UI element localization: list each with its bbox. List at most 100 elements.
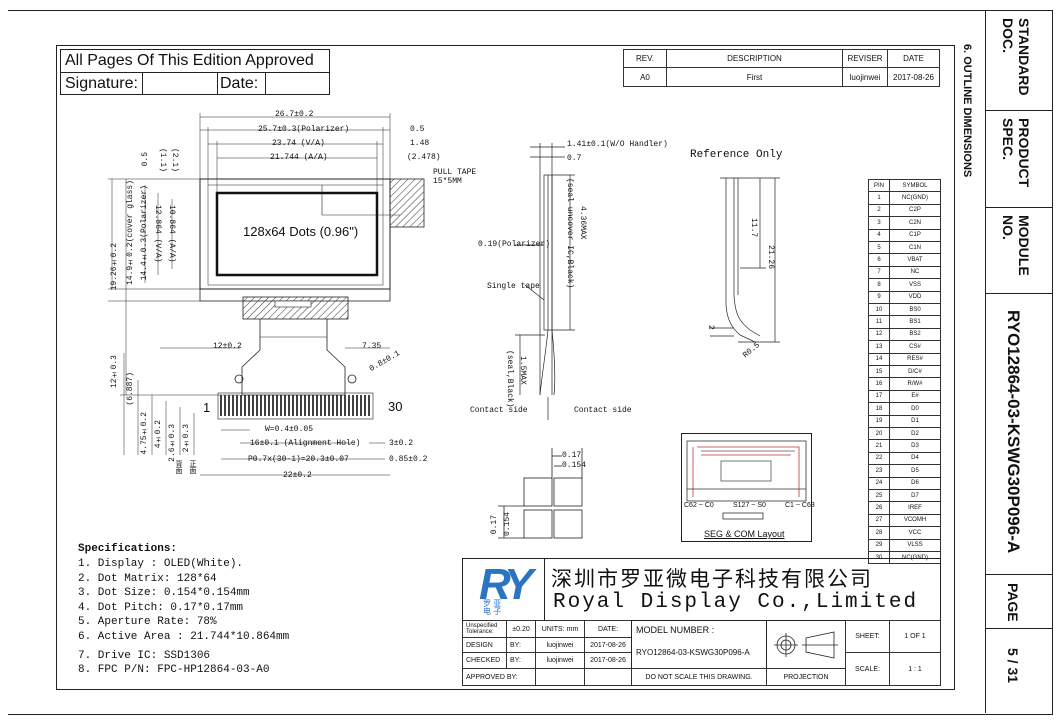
sheet-value: 1 OF 1 <box>889 620 941 653</box>
dim-polarizer-width: 25.7±0.3(Polarizer) <box>258 125 350 134</box>
dim-4-75: 4.75±0.2 <box>140 412 149 455</box>
seal-uncover-label: (seal uncover IC,Black) <box>565 178 574 289</box>
dim-19-26: 19.26±0.2 <box>110 243 119 291</box>
pin-number: 23 <box>868 464 890 478</box>
pin-symbol: D/C# <box>889 365 941 379</box>
contact-side-right: Contact side <box>574 406 632 415</box>
pin-symbol: C1N <box>889 241 941 255</box>
design-date: 2017-08-26 <box>584 637 632 653</box>
page-label: PAGE <box>1005 583 1021 622</box>
seg-com-caption: SEG & COM Layout <box>704 529 785 539</box>
pin-symbol: NC(GND) <box>889 551 941 565</box>
dim-1-1: (1.1) <box>158 148 167 173</box>
pin-symbol: VCOMH <box>889 513 941 528</box>
max-4-36-dim: 4.36MAX <box>578 206 587 240</box>
spec-item: 8. FPC P/N: FPC-HP12864-03-A0 <box>78 664 270 677</box>
pin-symbol: BS1 <box>889 315 941 329</box>
dim-0-7: 0.7 <box>567 154 582 163</box>
spec-item: 5. Aperture Rate: 78% <box>78 616 217 629</box>
dim-21-26: 21.26 <box>766 245 775 270</box>
side-view-drawing <box>515 143 575 420</box>
pin-number: 17 <box>868 389 890 404</box>
projection-label: PROJECTION <box>766 668 846 686</box>
section-title: 6. OUTLINE DIMENSIONS <box>961 44 973 178</box>
pin-number: 28 <box>868 526 890 540</box>
dot-detail-drawing <box>498 448 583 539</box>
pin-number: 18 <box>868 402 890 416</box>
pin-table-header-symbol: SYMBOL <box>889 179 941 193</box>
pin-symbol: VCC <box>889 526 941 540</box>
pin-number: 15 <box>868 365 890 379</box>
signature-label: Signature: <box>65 75 138 92</box>
dot-pitch-dim: 0.17 <box>562 451 582 460</box>
pin-number: 26 <box>868 501 890 515</box>
spec-item: 3. Dot Size: 0.154*0.154mm <box>78 587 250 600</box>
pin-symbol: R/W# <box>889 377 941 391</box>
contact-side-left: Contact side <box>470 406 528 415</box>
dim-va-width: 23.74 (V/A) <box>272 139 325 148</box>
company-name-en: Royal Display Co.,Limited <box>553 591 919 614</box>
scale-label: SCALE: <box>845 652 890 686</box>
dot-pitch-vertical: 0.17 <box>490 515 499 535</box>
pin-number: 7 <box>868 265 890 280</box>
pin-symbol: IREF <box>889 501 941 515</box>
pin-number: 21 <box>868 439 890 453</box>
dim-0-5-left: 0.5 <box>141 152 150 167</box>
model-number-value: RYO12864-03-KSWG30P096-A <box>636 648 750 657</box>
dim-4: 4±0.2 <box>154 420 163 449</box>
seg-com-layout <box>681 433 812 542</box>
spec-item: 4. Dot Pitch: 0.17*0.17mm <box>78 601 244 614</box>
total-fpc-dim: 22±0.2 <box>283 471 312 480</box>
pin-symbol: CS# <box>889 340 941 354</box>
spec-item: 6. Active Area : 21.744*10.864mm <box>78 631 290 643</box>
pin-number: 12 <box>868 327 890 342</box>
display-dots-label: 128x64 Dots (0.96") <box>243 224 359 239</box>
pin-number: 29 <box>868 538 890 552</box>
checked-by-label: BY: <box>506 652 536 669</box>
rev-header: REV. <box>623 49 667 68</box>
pin-number: 25 <box>868 489 890 503</box>
scale-value: 1 : 1 <box>889 652 941 686</box>
dim-aa-height: 10.864 (A/A) <box>167 205 176 263</box>
approved-blank-2 <box>584 668 632 686</box>
pin-number: 22 <box>868 451 890 466</box>
design-label: DESIGN <box>462 637 507 653</box>
dim-3: 3±0.2 <box>389 439 414 448</box>
units-label: UNITS: mm <box>535 620 585 638</box>
description-header: DESCRIPTION <box>666 49 843 68</box>
pitch-dim: P0.7x(30-1)=20.3±0.07 <box>248 455 349 464</box>
pin-symbol: VSS <box>889 278 941 292</box>
pin-number: 8 <box>868 278 890 292</box>
pin-symbol: BS0 <box>889 303 941 317</box>
side-panel <box>985 10 1053 713</box>
layout-label-s127: S127 ~ S0 <box>733 502 766 509</box>
pin-symbol: D4 <box>889 451 941 466</box>
reference-drawing <box>710 177 780 343</box>
pin-number: 4 <box>868 228 890 242</box>
dim-2-1: (2.1) <box>170 148 179 173</box>
checked-person: luojinwei <box>535 652 585 669</box>
spec-item: 1. Display : OLED(White). <box>78 558 244 570</box>
pin-table-header-pin: PIN <box>868 179 890 193</box>
date-column-header: DATE: <box>584 620 632 638</box>
pin-symbol: E# <box>889 389 941 404</box>
pin-number: 13 <box>868 340 890 354</box>
pin-number: 11 <box>868 315 890 329</box>
design-person: luojinwei <box>535 637 585 653</box>
single-tape-label: Single tape <box>487 282 540 291</box>
checked-date: 2017-08-26 <box>584 652 632 669</box>
pin-number: 24 <box>868 476 890 490</box>
pin-symbol: D5 <box>889 464 941 478</box>
pin-symbol: D7 <box>889 489 941 503</box>
pin-width-dim: W=0.4±0.05 <box>265 425 314 434</box>
pin-symbol: VBAT <box>889 253 941 267</box>
specs-title: Specifications: <box>78 543 178 555</box>
tolerance-value: ±0.20 <box>506 620 536 638</box>
pull-tape-label: PULL TAPE <box>433 168 477 177</box>
pin-symbol: D3 <box>889 439 941 453</box>
max-1-5-dim: 1.5MAX <box>518 356 527 385</box>
dim-6-887: (6.887) <box>126 372 135 406</box>
back-side-mark: 背面 <box>175 460 182 474</box>
dim-cover-glass: 14.9±0.2(cover glass) <box>126 180 135 286</box>
